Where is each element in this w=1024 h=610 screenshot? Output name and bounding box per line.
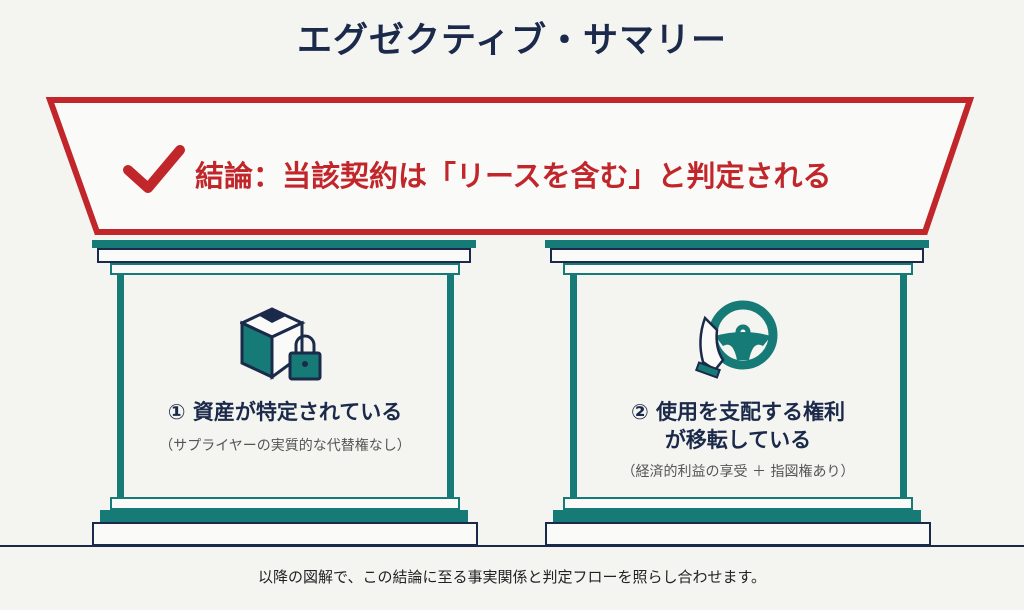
conclusion-text: 結論：当該契約は「リースを含む」と判定される	[195, 159, 832, 193]
pillar-control-transferred: ② 使用を支配する権利 が移転している （経済的利益の享受 ＋ 指図権あり）	[543, 240, 933, 546]
locked-box-icon	[240, 307, 322, 381]
caption: 以降の図解で、この結論に至る事実関係と判定フローを照らし合わせます。	[258, 568, 766, 586]
pillar-title-line2: が移転している	[664, 428, 812, 452]
page-title: エグゼクティブ・サマリー	[297, 21, 727, 61]
conclusion-banner	[45, 97, 975, 235]
pillar-subtitle: （経済的利益の享受 ＋ 指図権あり）	[621, 464, 855, 480]
steering-wheel-hand-icon	[695, 300, 778, 379]
pillar-subtitle: （サプライヤーの実質的な代替権なし）	[159, 438, 411, 454]
floor-line	[0, 545, 1024, 547]
pillar-title: ① 資産が特定されている	[167, 400, 403, 424]
pillar-asset-identified: ① 資産が特定されている （サプライヤーの実質的な代替権なし）	[90, 240, 480, 546]
pillar-title-line1: ② 使用を支配する権利	[630, 400, 846, 424]
checkmark-icon	[123, 145, 185, 193]
